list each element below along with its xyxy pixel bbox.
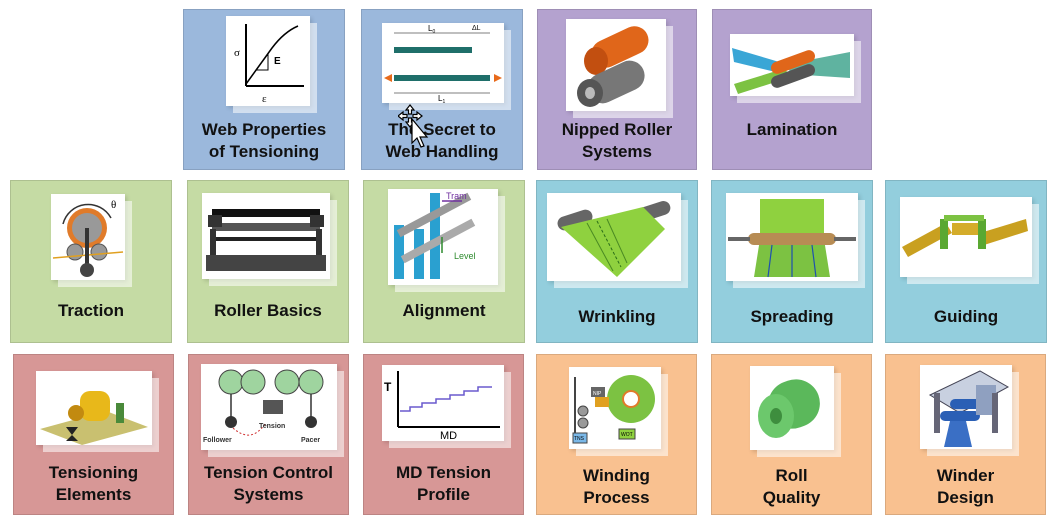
level-label: Level xyxy=(454,251,476,261)
tile-label: Traction xyxy=(57,301,125,320)
tension-control-diagram: Follower Tension Pacer xyxy=(201,364,337,450)
slope-label: E xyxy=(274,56,281,67)
tile-label: Roller Basics xyxy=(214,301,322,320)
roller-frame-illustration xyxy=(202,193,330,279)
nipped-rollers-illustration xyxy=(566,19,666,111)
tile-roller-basics[interactable]: Roller Basics xyxy=(187,180,349,343)
tile-label: Alignment xyxy=(402,301,486,320)
tile-spreading[interactable]: Spreading xyxy=(711,180,873,343)
guiding-illustration xyxy=(900,197,1032,277)
roll-illustration xyxy=(750,366,834,450)
tile-label: Wrinkling xyxy=(578,307,656,326)
alignment-illustration: Tram Level xyxy=(388,189,498,285)
md-tension-chart: T MD xyxy=(382,365,504,441)
l0-label: L0 xyxy=(428,24,435,35)
tile-lamination[interactable]: Lamination xyxy=(712,9,872,170)
tile-traction[interactable]: θ Traction xyxy=(10,180,172,343)
winding-process-illustration: NIP WOT TNS xyxy=(569,367,661,449)
tns-label: TNS xyxy=(574,436,585,442)
tile-wrinkling[interactable]: Wrinkling xyxy=(536,180,698,343)
l1-label: L1 xyxy=(438,94,445,103)
pacer-label: Pacer xyxy=(301,437,320,444)
traction-illustration: θ xyxy=(51,194,125,280)
tile-label: Spreading xyxy=(750,307,834,326)
tile-guiding[interactable]: Guiding xyxy=(885,180,1047,343)
tile-alignment[interactable]: Tram Level Alignment xyxy=(363,180,525,343)
tile-label: Lamination xyxy=(746,120,838,139)
nip-label: NIP xyxy=(593,391,602,397)
theta-label: θ xyxy=(111,199,116,211)
wot-label: WOT xyxy=(621,432,633,438)
lamination-illustration xyxy=(730,34,854,96)
spreading-illustration xyxy=(726,193,858,281)
tram-label: Tram xyxy=(446,191,467,201)
web-stretch-diagram: L0 ΔL L1 xyxy=(382,23,504,103)
follower-label: Follower xyxy=(203,437,232,444)
winder-machine-illustration xyxy=(920,365,1012,449)
tile-label: Guiding xyxy=(933,307,999,326)
delta-l-label: ΔL xyxy=(472,25,481,32)
x-axis-label: ε xyxy=(262,93,267,105)
tension-label: Tension xyxy=(259,423,285,430)
tensioning-elements-illustration xyxy=(36,371,152,445)
wrinkling-illustration xyxy=(547,193,681,281)
x-axis-label: MD xyxy=(440,430,457,441)
y-axis-label: T xyxy=(384,380,392,394)
stress-strain-diagram: σ E ε xyxy=(226,16,310,106)
y-axis-label: σ xyxy=(234,47,240,59)
